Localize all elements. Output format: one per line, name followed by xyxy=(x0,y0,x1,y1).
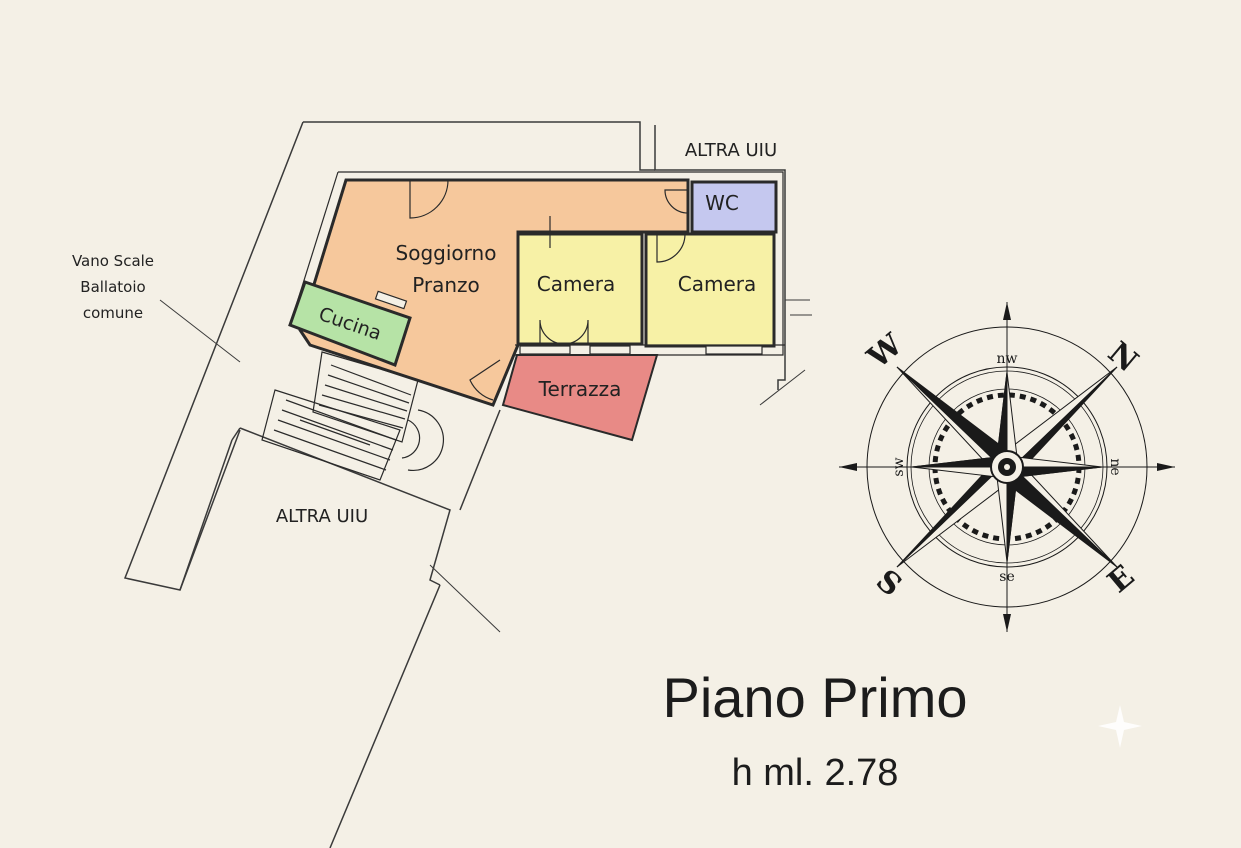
building-outline xyxy=(123,121,812,848)
compass-se: se xyxy=(999,569,1014,585)
label-altra-uiu-top: ALTRA UIU xyxy=(685,140,777,161)
compass-rose: W N S E nw se ne sw xyxy=(839,302,1175,632)
compass-nw: nw xyxy=(997,351,1018,367)
compass-ne: ne xyxy=(1107,458,1123,475)
door-swings xyxy=(409,179,689,401)
label-soggiorno-line1: Soggiorno xyxy=(396,241,497,265)
sparkle-icon xyxy=(1098,705,1142,748)
compass-s: S xyxy=(869,563,908,604)
room-camera-2 xyxy=(644,232,776,348)
compass-w: W xyxy=(860,326,910,376)
label-camera-1: Camera xyxy=(537,272,616,296)
room-wc xyxy=(690,180,778,234)
floor-height: h ml. 2.78 xyxy=(731,752,899,794)
label-vano-line1: Vano Scale xyxy=(72,252,154,270)
compass-n: N xyxy=(1101,335,1145,379)
window-marks xyxy=(374,290,763,355)
stairs xyxy=(261,351,444,481)
label-altra-uiu-bottom: ALTRA UIU xyxy=(276,506,368,527)
label-camera-2: Camera xyxy=(678,272,757,296)
room-camera-1 xyxy=(516,232,644,346)
label-vano-line3: comune xyxy=(83,304,143,322)
compass-sw: sw xyxy=(891,457,907,476)
page-title: Piano Primo xyxy=(662,666,968,729)
label-soggiorno-line2: Pranzo xyxy=(412,273,480,297)
label-vano-line2: Ballatoio xyxy=(80,278,145,296)
walls xyxy=(289,171,785,356)
label-terrazza: Terrazza xyxy=(538,377,622,401)
label-wc: WC xyxy=(705,191,739,215)
